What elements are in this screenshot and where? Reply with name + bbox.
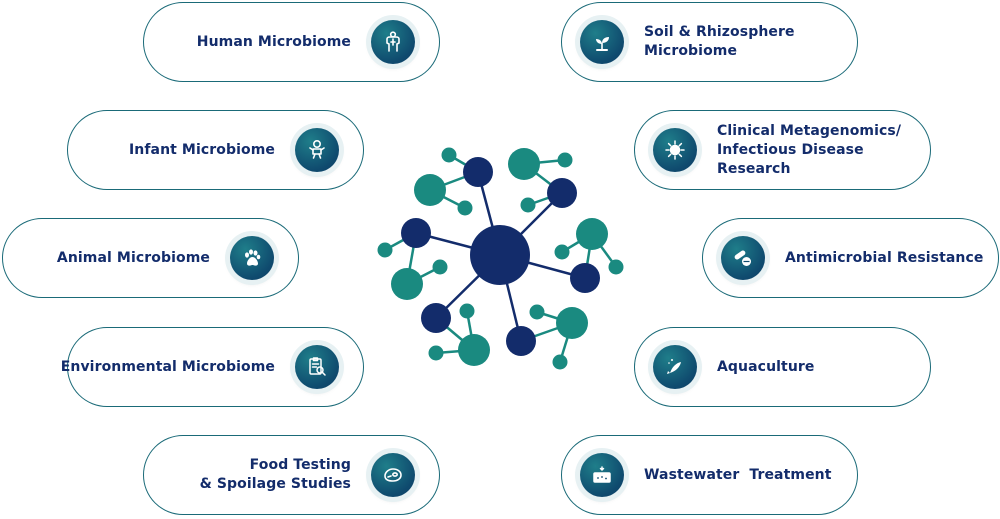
network-navy-nodes bbox=[401, 157, 600, 356]
pill-label: Wastewater Treatment bbox=[644, 466, 832, 483]
pill-label: Antimicrobial Resistance bbox=[785, 249, 984, 266]
pill-clinical-metagenomics: Clinical Metagenomics/ Infectious Diseas… bbox=[634, 110, 931, 190]
fish-icon bbox=[653, 345, 697, 389]
pill-environmental-microbiome: Environmental Microbiome bbox=[61, 327, 364, 407]
pill-infant-microbiome: Infant Microbiome bbox=[67, 110, 364, 190]
infant-icon bbox=[295, 128, 339, 172]
network-teal-nodes bbox=[377, 147, 624, 370]
pill-label: Infant Microbiome bbox=[128, 141, 275, 158]
network-hub bbox=[470, 225, 530, 285]
sprout-icon bbox=[580, 20, 624, 64]
pill-label: Aquaculture bbox=[717, 358, 815, 375]
water-tank-icon bbox=[580, 453, 624, 497]
pill-soil-rhizosphere: Soil & Rhizosphere Microbiome bbox=[561, 2, 858, 82]
food-steak-icon bbox=[371, 453, 415, 497]
clipboard-magnifier-icon bbox=[295, 345, 339, 389]
pill-label: Food Testing & Spoilage Studies bbox=[199, 457, 351, 492]
human-body-icon bbox=[371, 20, 415, 64]
pill-aquaculture: Aquaculture bbox=[634, 327, 931, 407]
pill-label: Soil & Rhizosphere Microbiome bbox=[644, 24, 795, 59]
virus-icon bbox=[653, 128, 697, 172]
pills-icon bbox=[721, 236, 765, 280]
pill-antimicrobial-resistance: Antimicrobial Resistance bbox=[702, 218, 999, 298]
network-graphic bbox=[377, 147, 624, 370]
pill-label: Human Microbiome bbox=[196, 33, 351, 50]
pill-animal-microbiome: Animal Microbiome bbox=[2, 218, 299, 298]
pill-label: Clinical Metagenomics/ Infectious Diseas… bbox=[717, 122, 902, 177]
pill-food-testing: Food Testing & Spoilage Studies bbox=[143, 435, 440, 515]
paw-icon bbox=[230, 236, 274, 280]
pill-wastewater-treatment: Wastewater Treatment bbox=[561, 435, 858, 515]
pill-human-microbiome: Human Microbiome bbox=[143, 2, 440, 82]
pill-label: Animal Microbiome bbox=[56, 249, 210, 266]
pill-label: Environmental Microbiome bbox=[60, 358, 275, 375]
